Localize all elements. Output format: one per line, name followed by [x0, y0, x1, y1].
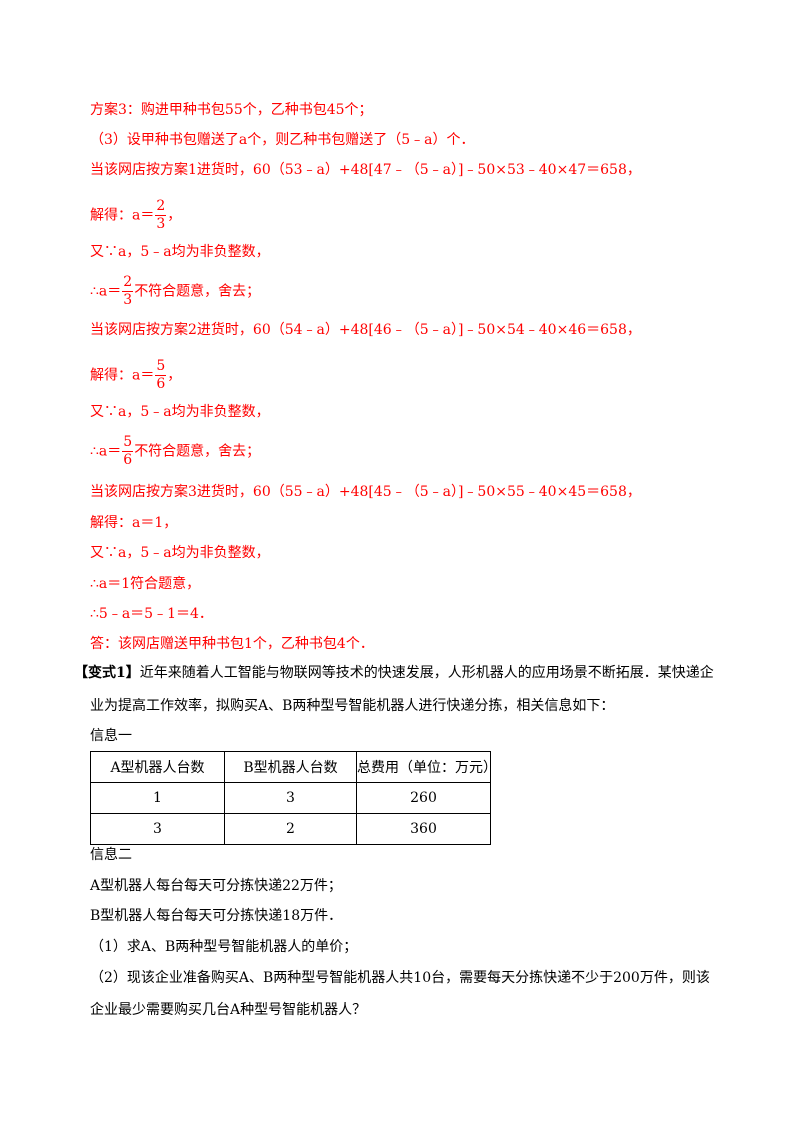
case2-reject-suffix: 不符合题意，舍去；	[134, 443, 261, 460]
question-2-line1: （2）现该企业准备购买A、B两种型号智能机器人共10台，需要每天分拣快递不少于2…	[90, 970, 710, 986]
table-header-row: A型机器人台数 B型机器人台数 总费用（单位：万元）	[90, 751, 497, 783]
case1-reject-denominator: 3	[123, 292, 133, 308]
case3-solve: 解得：a＝1，	[90, 515, 178, 531]
variant-intro-line2: 业为提高工作效率，拟购买A、B两种型号智能机器人进行快递分拣，相关信息如下：	[90, 698, 615, 714]
case1-reject-suffix: 不符合题意，舍去；	[134, 283, 261, 300]
table-row: 3 2 360	[90, 813, 491, 845]
case2-solve-suffix: ，	[167, 367, 182, 384]
case3-compute: ∴5﹣a＝5﹣1＝4．	[90, 606, 213, 622]
variant-intro-text: 近年来随着人工智能与物联网等技术的快速发展，人形机器人的应用场景不断拓展．某快递…	[139, 665, 714, 681]
table-row: 1 3 260	[90, 782, 491, 814]
table-cell: 360	[356, 813, 491, 845]
case1-equation: 当该网店按方案1进货时，60（53﹣a）+48[47﹣（5﹣a）]﹣50×53﹣…	[90, 162, 641, 178]
info2-a: A型机器人每台每天可分拣快递22万件；	[90, 878, 342, 894]
table-cell: 3	[90, 813, 225, 845]
case3-accept: ∴a＝1符合题意，	[90, 576, 201, 592]
table-cell: 3	[224, 782, 357, 814]
case2-note: 又∵a，5﹣a均为非负整数，	[90, 404, 270, 420]
info2-b: B型机器人每台每天可分拣快递18万件．	[90, 908, 343, 924]
variant-intro-line1: 【变式1】近年来随着人工智能与物联网等技术的快速发展，人形机器人的应用场景不断拓…	[74, 663, 714, 683]
info-table: A型机器人台数 B型机器人台数 总费用（单位：万元） 1 3 260 3 2 3…	[90, 751, 497, 845]
table-header-a-count: A型机器人台数	[90, 751, 225, 783]
case2-denominator: 6	[156, 376, 166, 392]
case1-solve-suffix: ，	[167, 207, 182, 224]
info2-label: 信息二	[90, 847, 132, 863]
info1-label: 信息一	[90, 728, 132, 744]
table-cell: 2	[224, 813, 357, 845]
case1-note: 又∵a，5﹣a均为非负整数，	[90, 244, 270, 260]
case1-numerator: 2	[155, 198, 167, 216]
part3-setup: （3）设甲种书包赠送了a个，则乙种书包赠送了（5﹣a）个．	[90, 132, 475, 148]
table-header-b-count: B型机器人台数	[224, 751, 357, 783]
case2-numerator: 5	[155, 358, 167, 376]
case2-solve-prefix: 解得：a＝	[90, 367, 155, 384]
table-header-total-cost: 总费用（单位：万元）	[356, 751, 497, 783]
case3-note: 又∵a，5﹣a均为非负整数，	[90, 545, 270, 561]
variant-tag: 【变式1】	[74, 665, 140, 681]
case2-equation: 当该网店按方案2进货时，60（54﹣a）+48[46﹣（5﹣a）]﹣50×54﹣…	[90, 322, 641, 338]
case2-reject-denominator: 6	[123, 452, 133, 468]
question-1: （1）求A、B两种型号智能机器人的单价；	[90, 939, 358, 955]
case1-reject-numerator: 2	[122, 274, 134, 292]
question-2-line2: 企业最少需要购买几台A种型号智能机器人？	[90, 1002, 367, 1018]
case3-equation: 当该网店按方案3进货时，60（55﹣a）+48[45﹣（5﹣a）]﹣50×55﹣…	[90, 484, 641, 500]
answer-line: 答：该网店赠送甲种书包1个，乙种书包4个．	[90, 636, 374, 652]
case2-reject-prefix: ∴a＝	[90, 443, 122, 460]
case1-denominator: 3	[156, 216, 166, 232]
case2-reject-numerator: 5	[122, 434, 134, 452]
table-cell: 1	[90, 782, 225, 814]
case1-solve-prefix: 解得：a＝	[90, 207, 155, 224]
table-cell: 260	[356, 782, 491, 814]
case1-reject-prefix: ∴a＝	[90, 283, 122, 300]
plan3-line: 方案3：购进甲种书包55个，乙种书包45个；	[90, 102, 373, 118]
